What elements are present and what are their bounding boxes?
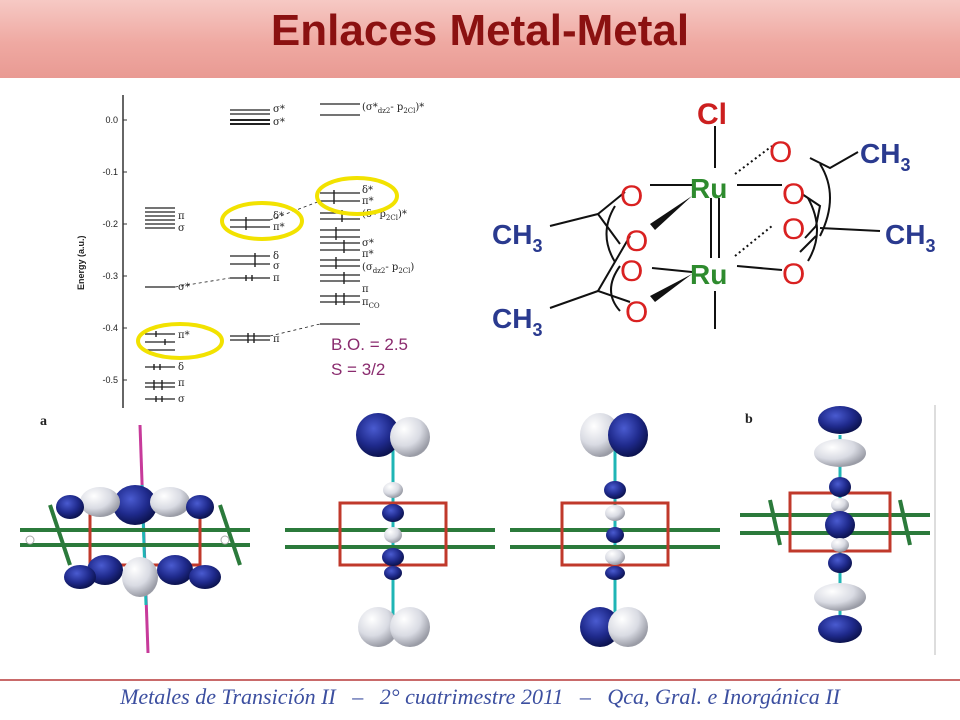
ch3-group: CH3 [885, 219, 935, 256]
level-label: σ* [273, 104, 285, 115]
tick-label: -0.2 [102, 219, 118, 229]
level-label: π [273, 334, 280, 345]
footer-department: Qca, Gral. e Inorgánica II [607, 684, 840, 709]
highlight-ring [220, 201, 304, 241]
o-atom: O [782, 213, 805, 246]
tick-label: -0.1 [102, 167, 118, 177]
level-label: δ* [273, 211, 284, 222]
spin-label: S = 3/2 [331, 360, 386, 379]
ch3-group: CH3 [860, 138, 910, 175]
molecular-orbital-panels: a b [20, 405, 936, 655]
level-label: π [178, 211, 185, 222]
o-atom: O [620, 180, 643, 213]
title-banner: Enlaces Metal-Metal [0, 0, 960, 78]
page-title: Enlaces Metal-Metal [270, 6, 690, 55]
o-atom: O [782, 258, 805, 291]
footer-separator: – [579, 684, 591, 709]
energy-level-diagram: 0.0 -0.1 -0.2 -0.3 -0.4 -0.5 Energy (a.u… [76, 95, 424, 408]
level-label: π [178, 378, 185, 389]
level-label: σ* [273, 117, 285, 128]
highlight-ring [136, 322, 224, 360]
o-atom: O [769, 136, 792, 169]
footer-term: 2° cuatrimestre 2011 [379, 684, 564, 709]
orbital-panel [740, 406, 930, 643]
o-atom: O [620, 255, 643, 288]
footer-divider [0, 679, 960, 681]
panel-label-b: b [745, 412, 753, 427]
level-label: δ [178, 362, 184, 373]
level-label: π* [362, 249, 374, 260]
tick-label: -0.4 [102, 323, 118, 333]
ru2-structure-diagram: Cl Ru Ru O O O O O O O O CH3 CH3 CH3 CH3 [492, 98, 935, 340]
level-label: σ [178, 223, 185, 234]
orbital-panel [285, 413, 495, 647]
axis-label: Energy (a.u.) [76, 235, 86, 290]
orbital-panel [510, 413, 720, 647]
level-label: (σ*dz2- p2Cl)* [362, 102, 424, 115]
o-atom: O [625, 296, 648, 329]
footer-course: Metales de Transición II [120, 684, 336, 709]
bond-order-label: B.O. = 2.5 [331, 335, 409, 354]
ch3-group: CH3 [492, 219, 542, 256]
ch3-group: CH3 [492, 303, 542, 340]
level-label: σ* [362, 238, 374, 249]
level-label: σ [273, 261, 280, 272]
level-label: π [362, 284, 369, 295]
tick-label: -0.3 [102, 271, 118, 281]
level-label: δ [273, 251, 279, 262]
level-label: π* [178, 330, 190, 341]
level-label: π* [362, 196, 374, 207]
highlight-ring [315, 176, 399, 216]
tick-label: 0.0 [105, 115, 118, 125]
level-label: σ [178, 394, 185, 405]
panel-label-a: a [40, 414, 47, 429]
level-label: δ* [362, 185, 373, 196]
footer: Metales de Transición II – 2° cuatrimest… [0, 684, 960, 710]
o-atom: O [782, 178, 805, 211]
o-atom: O [625, 225, 648, 258]
level-label: (σdz2- p2Cl) [362, 262, 414, 275]
ru-atom: Ru [690, 259, 727, 290]
footer-separator: – [352, 684, 364, 709]
level-label: σ* [178, 282, 190, 293]
level-label: πCO [362, 297, 380, 310]
level-label: π* [273, 222, 285, 233]
ru-atom: Ru [690, 173, 727, 204]
cl-atom: Cl [697, 98, 727, 131]
level-label: π [273, 273, 280, 284]
tick-label: -0.5 [102, 375, 118, 385]
orbital-panel [20, 424, 250, 654]
